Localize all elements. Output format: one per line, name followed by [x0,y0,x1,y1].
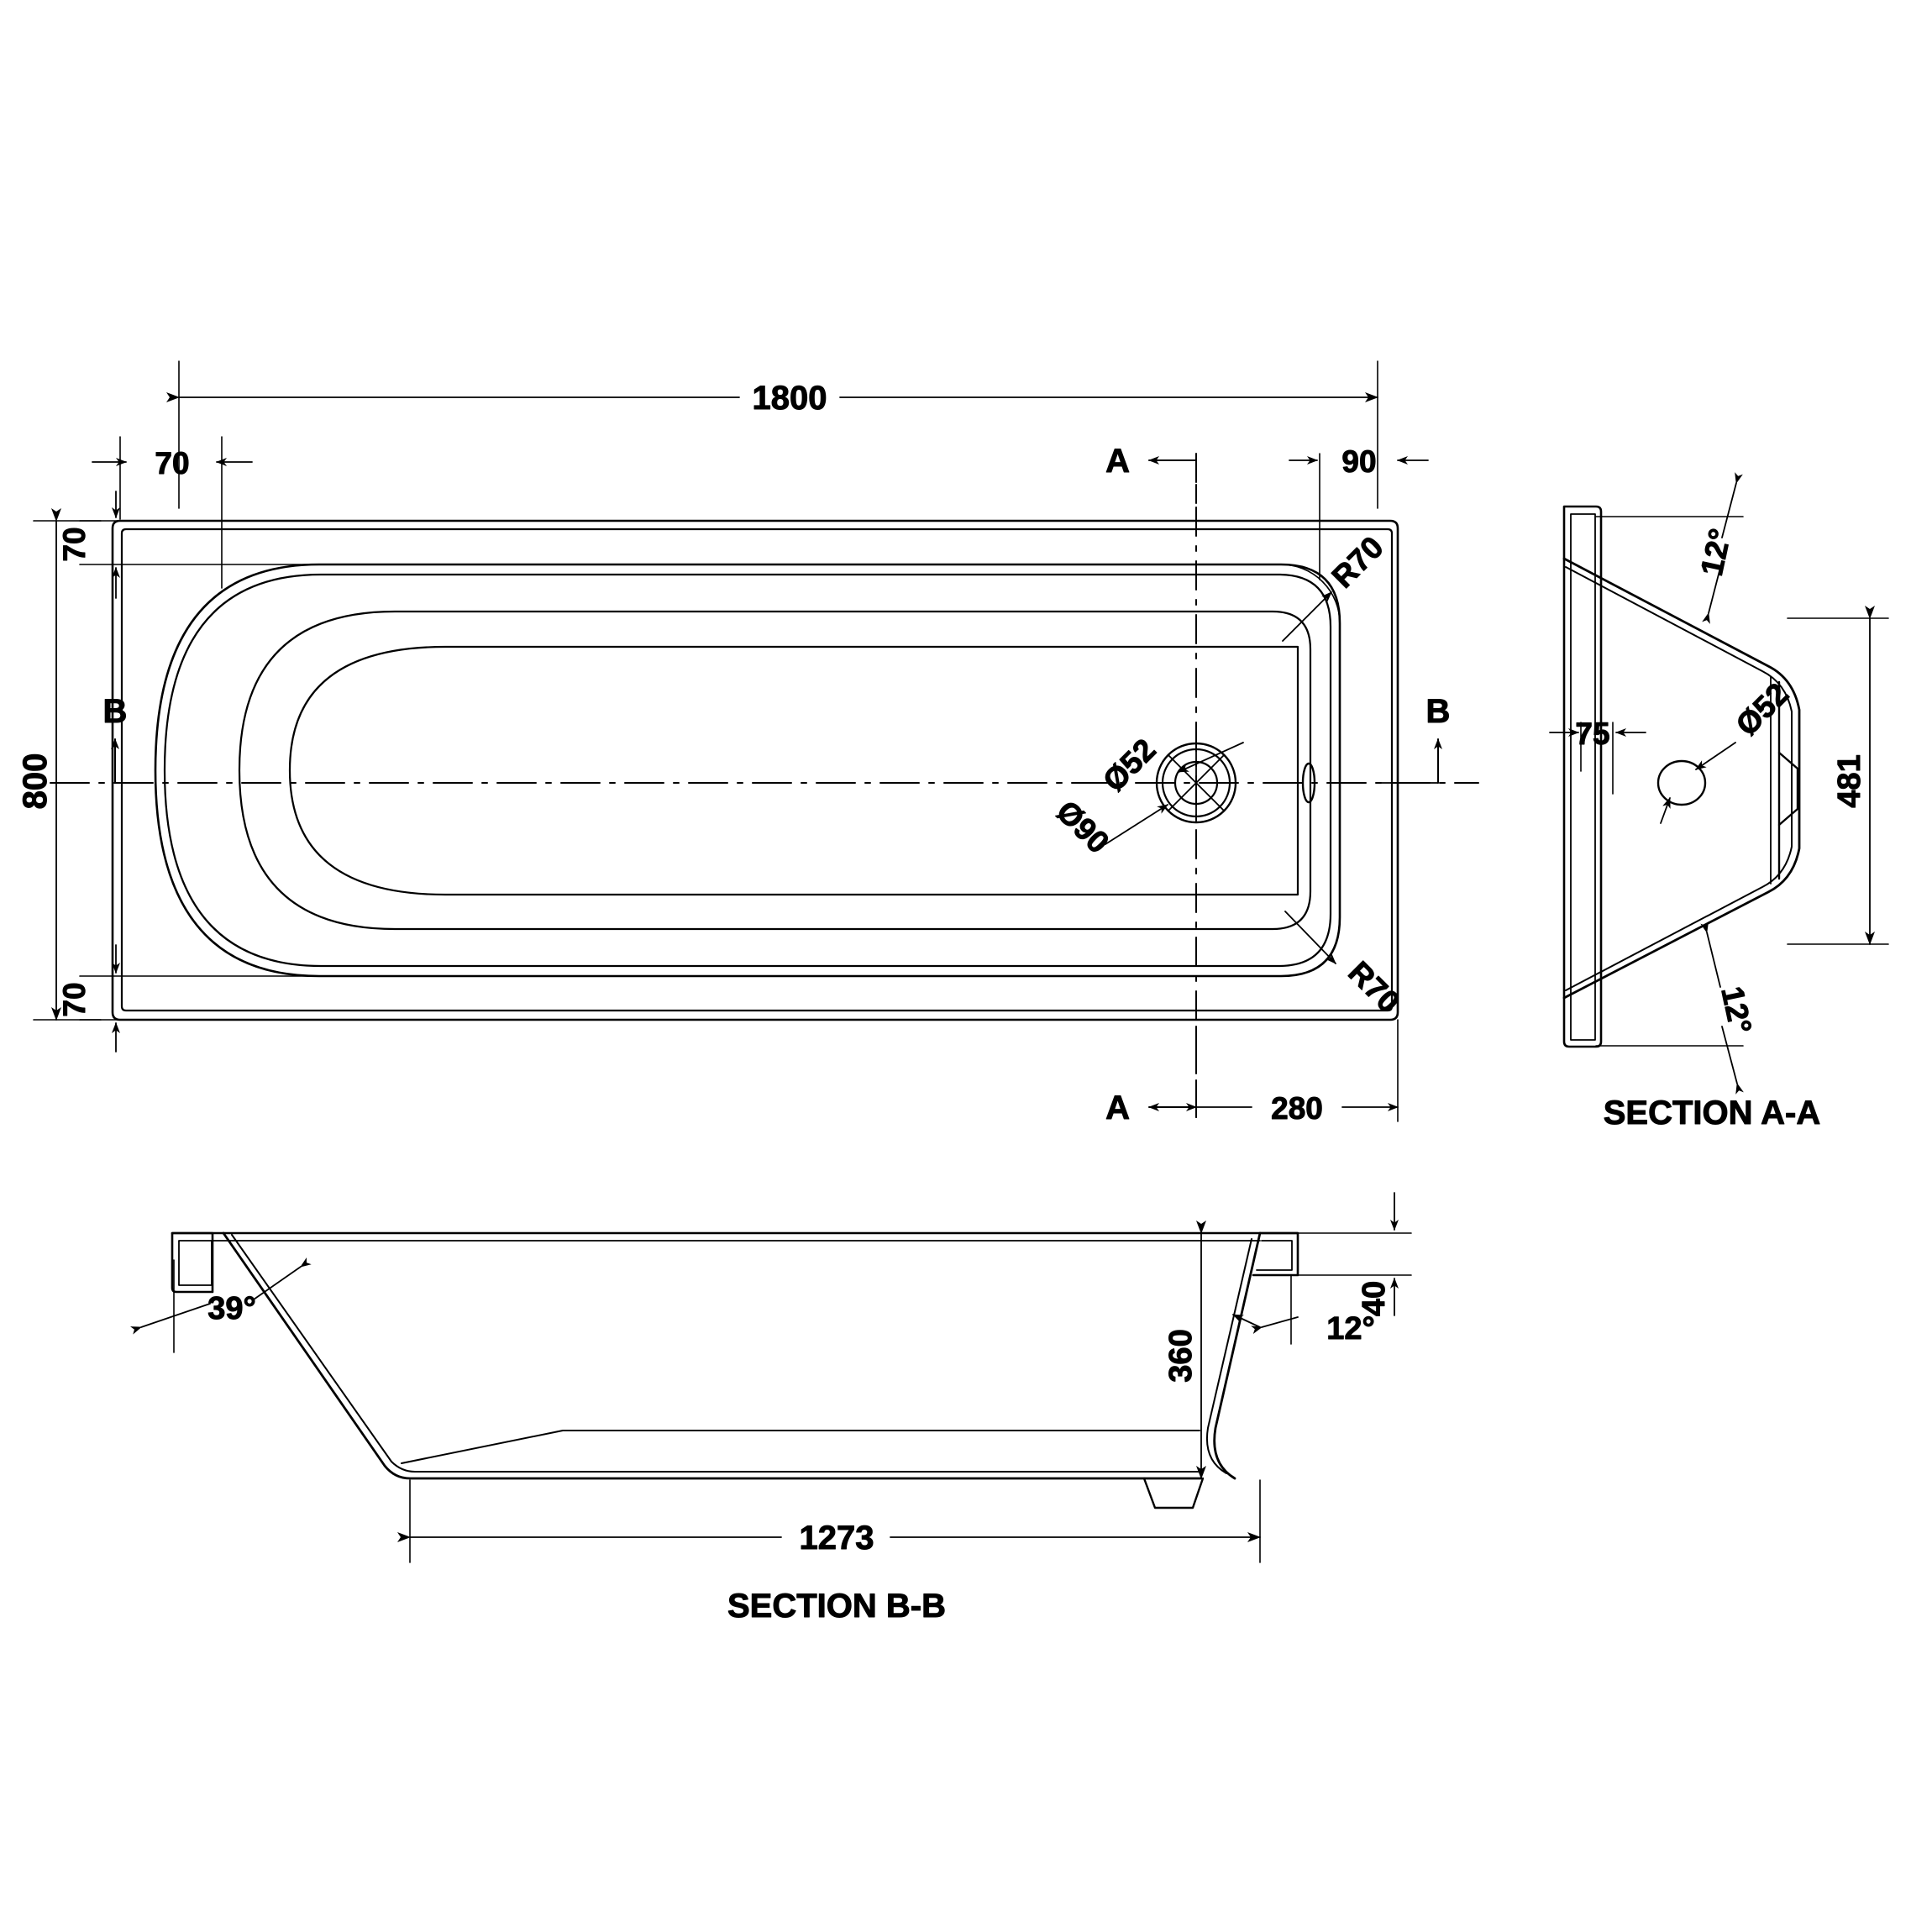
label-b-right: B [1426,693,1451,730]
section-marker-a-top: A [1105,443,1197,538]
dim-360: 360 [1163,1221,1206,1479]
section-bb-left-wall-inner [231,1234,1200,1473]
dim-rim-left-70: 70 [92,436,253,589]
section-bb-group: 39° 360 12° 40 1273 [130,1192,1412,1625]
dim-280-label: 280 [1271,1091,1323,1126]
section-aa-outer-profile [1562,557,1801,1000]
angle-39: 39° [130,1257,312,1353]
section-bb-waste-boss [1142,1477,1205,1509]
section-bb-left-wall-outer [222,1231,1203,1480]
radius-callout-r70-bottom: R70 [1284,911,1407,1020]
label-r70-top: R70 [1326,530,1390,595]
dim-481-label: 481 [1832,754,1867,807]
dim-1273: 1273 [397,1479,1261,1563]
dim-rim-top-70: 70 [57,491,505,599]
waste-callout-52: Ø52 [1096,732,1244,799]
section-marker-b-right: B [1377,693,1451,784]
label-a-top: A [1105,443,1130,480]
dim-70-bottom-label: 70 [57,982,92,1016]
angle-12-top: 12° [1595,472,1744,624]
dim-waste-offset-280: 280 [1186,1019,1399,1126]
dim-481: 481 [1787,606,1889,945]
section-bb-right-flange-inner [1256,1240,1293,1271]
section-aa-title: SECTION A-A [1604,1095,1821,1131]
dim-40-label: 40 [1357,1281,1392,1316]
section-bb-left-flange-inner [178,1240,213,1286]
label-angle12-bottom-aa: 12° [1714,984,1758,1037]
section-aa-inner-profile [1565,566,1793,991]
section-bb-base-shelf [401,1430,1200,1464]
radius-callout-r70-top: R70 [1280,529,1390,642]
section-aa-grip-tab [1777,751,1799,827]
section-marker-a-bottom: A [1105,999,1197,1127]
waste-callout-90: Ø90 [1049,794,1168,860]
dim-75-label: 75 [1575,717,1609,751]
dim-800-label: 800 [17,753,54,810]
dim-overall-length: 1800 [166,360,1378,509]
section-aa-waste-hole [1656,759,1707,806]
plan-view-group: 1800 70 70 800 [17,360,1479,1127]
angle-12-bottom: 12° [1595,921,1759,1095]
dim-rim-bottom-70: 70 [57,944,505,1053]
label-d52-plan: Ø52 [1096,732,1162,798]
section-marker-b-left: B [102,693,135,784]
dim-1800-label: 1800 [753,380,827,417]
angle-12-bb: 12° [1232,1274,1375,1347]
dim-overall-width: 800 [17,508,102,1021]
label-d52-section-aa: Ø52 [1730,676,1795,742]
plan-tub-wall-contour [238,610,1312,931]
section-aa-left-flange-inner [1570,513,1596,1041]
section-bb-right-wall-outer [1213,1231,1262,1480]
plan-tub-rim [154,563,1341,978]
label-angle-12-bb: 12° [1326,1311,1374,1347]
label-angle-39: 39° [207,1291,255,1326]
dim-1273-label: 1273 [800,1520,874,1557]
section-bb-right-wall-inner [1206,1238,1252,1474]
dim-90-label: 90 [1341,444,1376,479]
section-aa-waste-callout: Ø52 [1660,676,1796,824]
plan-outer-rim [111,519,1399,1021]
label-a-bottom: A [1105,1089,1130,1126]
dim-75: 75 [1549,717,1646,795]
section-bb-title: SECTION B-B [727,1588,946,1625]
label-b-left: B [103,693,128,730]
dim-70-left-label: 70 [155,446,189,480]
section-aa-group: Ø52 75 12° 12° [1549,472,1889,1132]
dim-360-label: 360 [1163,1329,1199,1382]
dim-40: 40 [1297,1192,1412,1317]
dim-70-top-label: 70 [57,527,92,561]
plan-tub-base-contour [288,645,1299,896]
section-bb-right-flange [1252,1231,1299,1277]
dim-waste-offset-90: 90 [1289,444,1429,580]
label-d90-plan: Ø90 [1050,794,1116,859]
label-angle12-top-aa: 12° [1694,526,1738,579]
